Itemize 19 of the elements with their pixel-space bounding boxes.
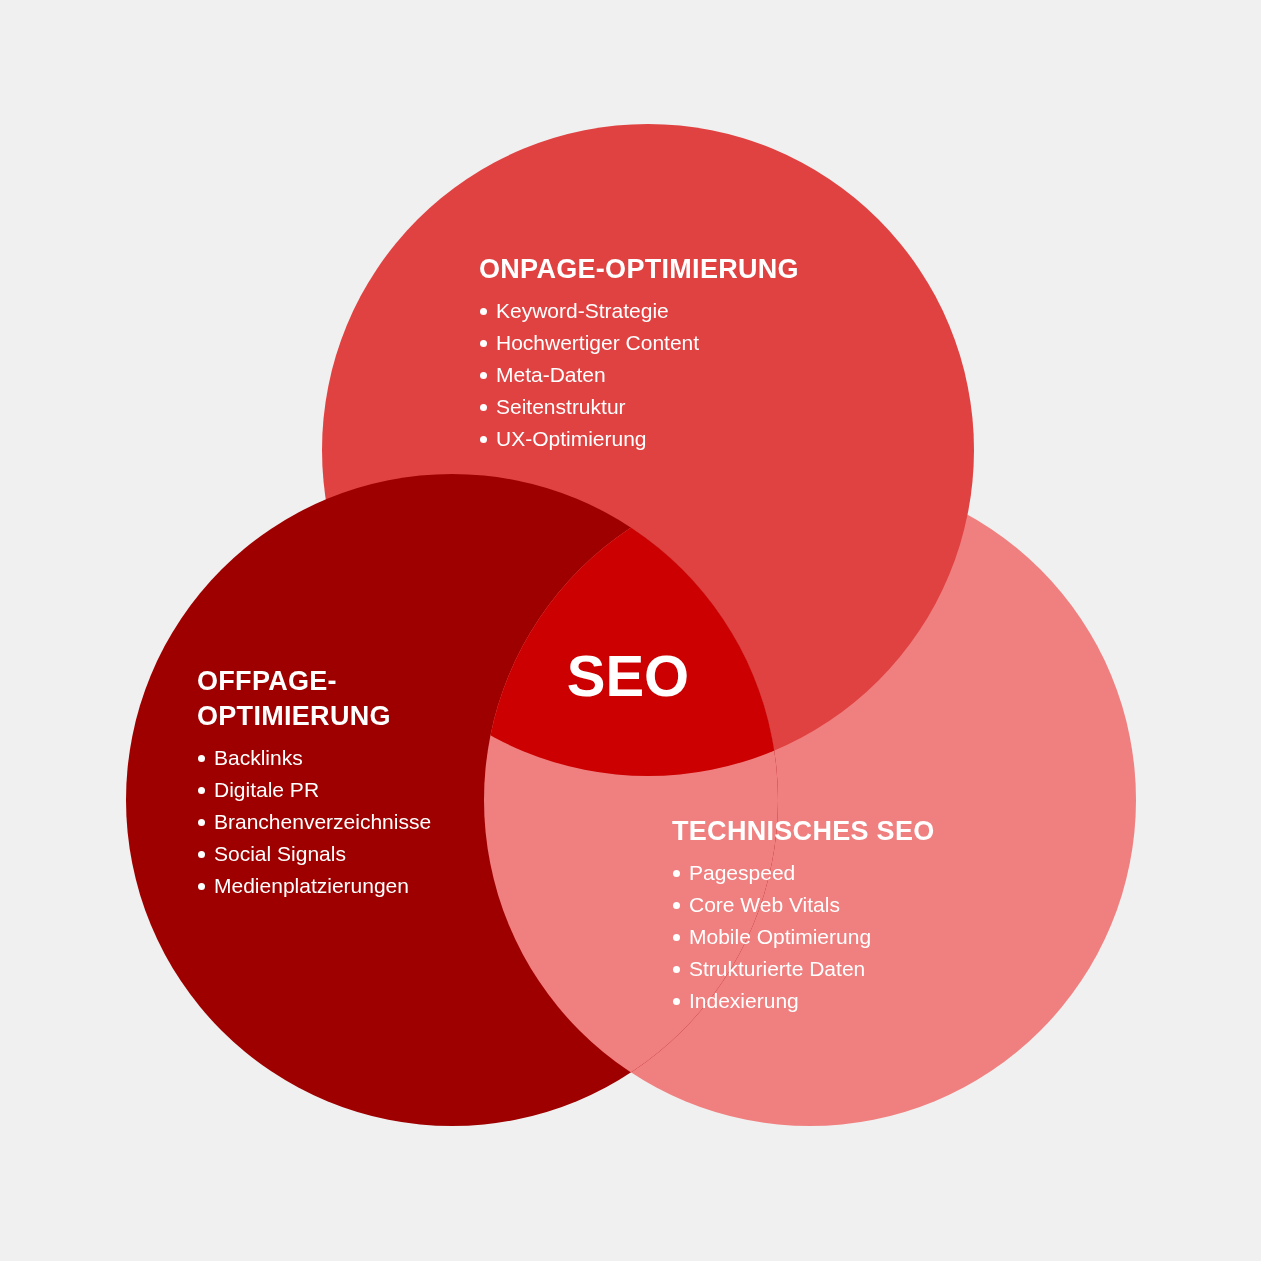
bullet-item: Seitenstruktur xyxy=(479,391,899,423)
bullet-item: Social Signals xyxy=(197,838,432,870)
bullet-item: Hochwertiger Content xyxy=(479,327,899,359)
center-label: SEO xyxy=(520,636,736,716)
bullet-item: Indexierung xyxy=(672,985,992,1017)
bullet-item: UX-Optimierung xyxy=(479,423,899,455)
bullet-item: Pagespeed xyxy=(672,857,992,889)
bullet-item: Digitale PR xyxy=(197,774,432,806)
bullet-item: Strukturierte Daten xyxy=(672,953,992,985)
circle-heading: ONPAGE-OPTIMIERUNG xyxy=(479,253,800,286)
bullet-item: Core Web Vitals xyxy=(672,889,992,921)
bullet-item: Branchenverzeichnisse xyxy=(197,806,432,838)
circle-heading: OFFPAGE-OPTIMIERUNG xyxy=(197,665,392,733)
bullet-item: Backlinks xyxy=(197,742,432,774)
circle-heading: TECHNISCHES SEO xyxy=(672,815,936,848)
bullet-item: Meta-Daten xyxy=(479,359,899,391)
bullet-item: Mobile Optimierung xyxy=(672,921,992,953)
bullet-item: Medienplatzierungen xyxy=(197,870,432,902)
bullet-item: Keyword-Strategie xyxy=(479,295,899,327)
